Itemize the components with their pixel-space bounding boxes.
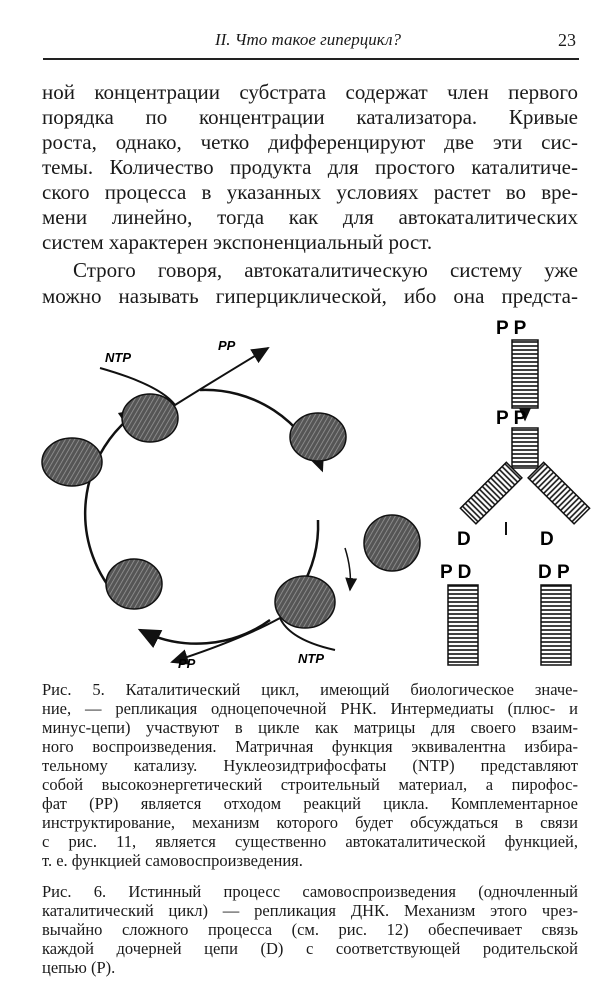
body-line: Строго говоря, автокаталитическую систем…	[73, 258, 578, 282]
dna-replication-diagram: P P P P D D P D D P	[440, 318, 591, 666]
running-header-title: II. Что такое гиперцикл?	[214, 30, 402, 49]
caption-line: т. е. функцией самовоспроизведения.	[42, 851, 303, 870]
release-arrow	[344, 547, 358, 592]
pd-label: P D	[440, 562, 471, 583]
body-line: порядка по концентрации катализатора. Кр…	[42, 105, 578, 129]
rna-ellipse	[121, 393, 179, 443]
ntp-pp-bottom-curve	[170, 616, 336, 665]
pp-label: PP	[218, 338, 236, 353]
parent-label: P P	[496, 318, 527, 339]
caption-line: минус-цепи) участвуют в цикле как матриц…	[42, 718, 578, 737]
caption-line: ного воспроизведения. Матричная функция …	[42, 737, 578, 756]
parent-label: P P	[496, 408, 527, 429]
dp-double-strand	[540, 584, 572, 666]
cycle-arrow	[83, 408, 143, 601]
body-line: можно называть гиперциклической, ибо она…	[42, 284, 578, 308]
double-strand	[511, 339, 539, 409]
rna-strand-ellipses	[41, 393, 421, 629]
body-line: роста, однако, четко дифференцируют две …	[42, 130, 578, 154]
body-line: ского процесса в указанных условиях раст…	[42, 180, 578, 204]
pp-label: PP	[178, 656, 196, 671]
body-line: мени линейно, тогда как для автокаталити…	[42, 205, 578, 229]
caption-line: фат (PP) является отходом реакций цикла.…	[42, 794, 578, 813]
ntp-pp-top-curve	[99, 346, 270, 407]
rna-ellipse	[105, 558, 163, 610]
rna-ellipse	[363, 514, 421, 572]
caption-line: каждой дочерней цепи (D) с соответствующ…	[42, 939, 578, 958]
caption-line: инструктирование, механизм которого буде…	[42, 813, 578, 832]
body-line: темы. Количество продукта для простого к…	[42, 155, 578, 179]
daughter-label: D	[540, 529, 554, 550]
caption-line: Рис. 6. Истинный процесс самовоспроизвед…	[42, 882, 578, 901]
cycle-arrow	[137, 618, 271, 648]
pd-double-strand	[447, 584, 479, 666]
caption-line: каталитический цикл) — репликация ДНК. М…	[42, 901, 578, 920]
caption-line: ние, — репликация одноцепочечной РНК. Ин…	[42, 699, 578, 718]
unwinding-strand	[511, 427, 539, 469]
body-line: ной концентрации субстрата содержат член…	[42, 80, 578, 104]
dp-label: D P	[538, 562, 570, 583]
fork-left-strand	[459, 461, 523, 525]
caption-line: вычайно сложного процесса (см. рис. 12) …	[42, 920, 578, 939]
fork-right-strand	[527, 461, 591, 525]
caption-line: Рис. 5. Каталитический цикл, имеющий био…	[42, 680, 578, 699]
rna-ellipse	[274, 575, 336, 629]
page-number: 23	[558, 30, 576, 50]
replication-cycle: NTP PP PP NTP	[41, 338, 421, 671]
caption-line: собой высокоэнергетический строительный …	[42, 775, 578, 794]
daughter-label: D	[457, 529, 471, 550]
ntp-label: NTP	[105, 350, 131, 365]
caption-line: тельному катализу. Нуклеозидтрифосфаты (…	[42, 756, 578, 775]
ntp-label: NTP	[298, 651, 324, 666]
caption-line: цепью (P).	[42, 958, 116, 977]
caption-line: с рис. 11, является существенно автоката…	[42, 832, 578, 851]
rna-ellipse	[289, 412, 347, 462]
header-rule	[43, 58, 579, 60]
body-line: систем характерен экспоненциальный рост.	[42, 230, 433, 254]
figure-5-6: NTP PP PP NTP P P P P D D P D D P	[41, 318, 591, 671]
rna-ellipse	[41, 437, 103, 487]
